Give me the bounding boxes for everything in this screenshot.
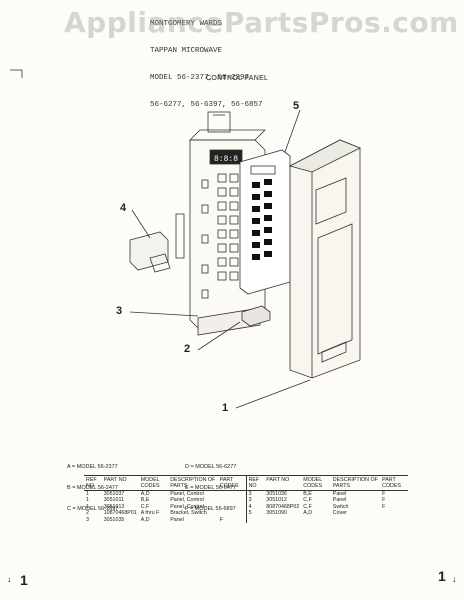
cell: 1 <box>86 491 89 497</box>
legend-entry: C = MODEL 56-2897 <box>67 506 119 512</box>
callout-2: 2 <box>184 343 191 355</box>
col-header-model-codes: MODEL CODES <box>138 475 169 491</box>
leader-line-5 <box>284 109 301 153</box>
board-keys <box>217 173 239 281</box>
callout-3: 3 <box>116 305 123 317</box>
header-line: 56-6277, 56-6397, 56-6857 <box>150 101 263 109</box>
cell <box>301 517 331 523</box>
col-header-part-codes: PART CODES <box>217 475 247 491</box>
table-row: 3 3051035 A,D Panel F <box>84 516 408 524</box>
footer-mark-left: 1 <box>20 572 28 588</box>
leader-line-2 <box>197 321 241 351</box>
cell: Switch <box>332 503 349 510</box>
control-panel-exploded-diagram: 8:8:8 <box>10 69 361 409</box>
header-line: MODEL 56-2377, 56-2397 <box>150 74 250 82</box>
cell: Panel <box>170 516 184 523</box>
col-header-ref: REF NO <box>84 475 102 491</box>
cell: 3051012 <box>266 497 287 504</box>
table-row: 1 3051013 C,F Panel, Control 4 80870468P… <box>84 503 408 511</box>
cell: 80870468P02 <box>266 503 300 510</box>
cell <box>218 491 246 498</box>
watermark: AppliancePartsPros.com <box>64 6 459 39</box>
cell: 2 <box>86 510 89 517</box>
cell <box>264 517 301 523</box>
board-connectors <box>201 179 209 299</box>
col-header-part-no: PART NO <box>101 475 139 491</box>
table-row: 2 10870468P01 A thru F Bracket, Switch 5… <box>84 510 408 517</box>
cell: 10870468P01 <box>103 510 137 517</box>
cell: 3051035 <box>103 516 125 523</box>
col-header-part-codes: PART CODES <box>380 475 408 491</box>
table-row: 1 3051037 A,D Panel, Control 3 3051036 B… <box>84 490 408 498</box>
cell: 3 <box>245 497 265 504</box>
cell: Bracket, Switch <box>170 510 207 517</box>
leader-line-4 <box>131 209 151 239</box>
svg-text:8:8:8: 8:8:8 <box>214 155 238 164</box>
front-cover <box>288 139 361 379</box>
corner-mark-left: ↓ <box>7 574 12 584</box>
col-header-description: DESCRIPTION OF PARTS <box>330 475 381 491</box>
header-line: MONTGOMERY WARDS <box>150 20 223 28</box>
cell: F <box>382 503 386 510</box>
cell: 3051037 <box>103 491 125 497</box>
cell: Panel, Control <box>170 503 204 510</box>
callout-5: 5 <box>293 100 300 112</box>
cell: Panel <box>332 497 347 504</box>
cell: 3051036 <box>266 491 287 497</box>
cell: 4 <box>245 503 265 511</box>
col-header-model-codes: MODEL CODES <box>301 475 331 491</box>
cell: A,D <box>140 491 150 497</box>
col-header-part-no: PART NO <box>264 475 302 491</box>
cell: 5 <box>245 510 265 517</box>
cell: 3051090 <box>266 510 287 517</box>
switch-bracket <box>241 305 271 327</box>
cell: 1 <box>86 503 89 510</box>
legend-entry: D = MODEL 56-6277 <box>185 464 237 470</box>
switch-part <box>129 213 185 273</box>
touch-panel <box>239 149 291 295</box>
diagram-title: CONTROL PANEL <box>206 75 269 82</box>
col-header-description: DESCRIPTION OF PARTS <box>168 475 218 491</box>
cell: 3 <box>245 490 265 498</box>
table-header-row: REF NO PART NO MODEL CODES DESCRIPTION O… <box>84 475 408 491</box>
cell: B,E <box>140 497 150 504</box>
header-typed-text: MONTGOMERY WARDS TAPPAN MICROWAVE MODEL … <box>150 2 263 119</box>
cell <box>245 516 265 524</box>
callout-4: 4 <box>120 202 127 214</box>
cell <box>380 517 408 523</box>
cell: C,F <box>303 503 312 510</box>
cell: B,E <box>303 491 312 497</box>
leader-line-1 <box>235 379 311 409</box>
callout-1: 1 <box>222 402 229 414</box>
cell: 3051013 <box>103 503 125 510</box>
legend-entry: A = MODEL 56-2377 <box>67 464 118 470</box>
cell: A,D <box>303 510 313 517</box>
cell: Cover <box>332 510 347 517</box>
cell: F <box>382 491 386 497</box>
cell: 1 <box>86 497 89 504</box>
cell: Panel <box>332 491 347 497</box>
cell: Panel, Control <box>170 497 204 504</box>
corner-mark-right: ↓ <box>452 574 457 584</box>
cell: A,D <box>140 516 150 523</box>
parts-table: REF NO PART NO MODEL CODES DESCRIPTION O… <box>84 475 408 524</box>
legend-entry: F = MODEL 56-6897 <box>185 506 236 512</box>
footer-mark-right: 1 <box>438 568 446 584</box>
cell <box>331 517 380 523</box>
leader-line-3 <box>129 311 199 317</box>
cell: C,F <box>140 503 150 510</box>
cell: Panel, Control <box>170 491 204 497</box>
cell: F <box>219 516 223 523</box>
cell: 3051011 <box>103 497 124 504</box>
cell: C,F <box>303 497 312 504</box>
cell: A thru F <box>140 510 160 517</box>
cell: F <box>382 497 386 504</box>
table-row: 1 3051011 B,E Panel, Control 3 3051012 C… <box>84 497 408 504</box>
header-line: TAPPAN MICROWAVE <box>150 47 223 55</box>
col-header-ref: REF NO <box>245 475 265 491</box>
cell: 3 <box>86 516 89 523</box>
